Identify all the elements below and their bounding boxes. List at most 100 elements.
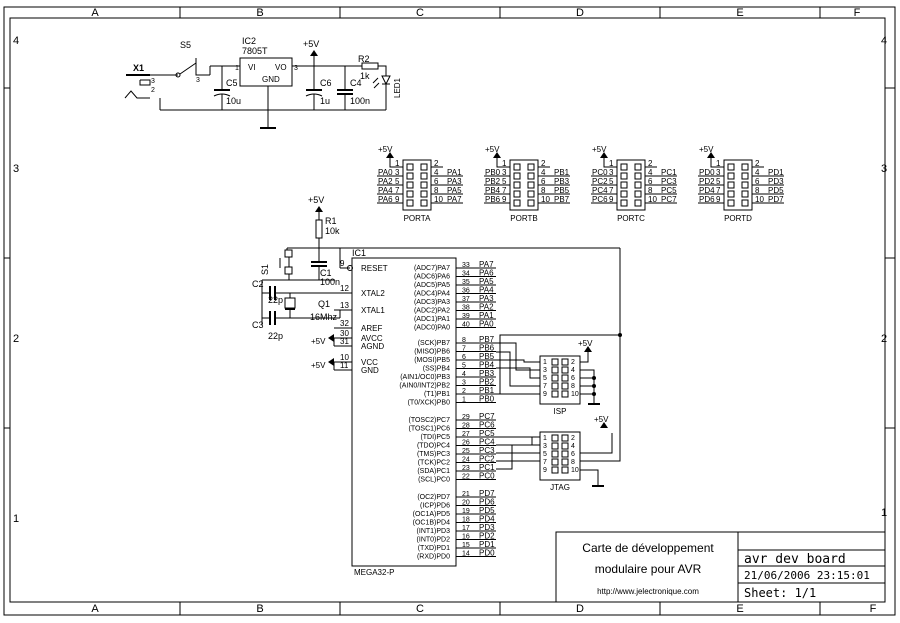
pin-number: 9: [502, 195, 507, 204]
c4-value: 100n: [350, 96, 370, 106]
mcu-pin-function: (RXD)PD0: [417, 554, 450, 561]
pin-number: 8: [541, 186, 546, 195]
port-net-label: PD4: [699, 186, 715, 195]
c1-label: C1: [320, 268, 332, 278]
mcu-pin-number: 2: [462, 388, 466, 395]
pin-number: 5: [502, 177, 507, 186]
port-net-label: PA7: [447, 195, 462, 204]
mcu-pin-label: XTAL1: [361, 306, 385, 315]
mcu-pin-label: RESET: [361, 264, 388, 273]
r2-label: R2: [358, 54, 370, 64]
mcu-pin-function: (INT0)PD2: [417, 537, 451, 544]
mcu-pin-number: 29: [462, 414, 470, 421]
pin-number: 1: [395, 159, 400, 168]
port-net-label: PC7: [661, 195, 677, 204]
c2-value: 22p: [268, 295, 283, 305]
mcu-pin-function: (ADC0)PA0: [414, 325, 450, 332]
mcu-pin-number: 5: [462, 363, 466, 370]
mcu-pin-function: (ADC2)PA2: [414, 308, 450, 315]
mcu-pin-number: 35: [462, 279, 470, 286]
header-pin-number: 4: [571, 367, 575, 374]
mcu-supply: +5V +5V: [311, 334, 352, 371]
mcu-ic1: IC1 MEGA32-P 9RESET12XTAL213XTAL132AREF3…: [334, 248, 496, 577]
header-pin-number: 7: [543, 383, 547, 390]
col-label: B: [256, 7, 263, 19]
port-name: PORTA: [404, 214, 431, 223]
pin-number: 8: [648, 186, 653, 195]
mcu-pin-number: 10: [340, 353, 349, 362]
header-pin-number: 1: [543, 359, 547, 366]
mcu-pin-label: AREF: [361, 324, 382, 333]
mcu-pin-number: 17: [462, 525, 470, 532]
power-supply-section: X1 3 2 S5 3 IC2 7805T VI VO GND 1 3 C5 1…: [124, 36, 402, 129]
mcu-pin-number: 33: [462, 262, 470, 269]
port-net-label: PA1: [447, 168, 462, 177]
c6-value: 1u: [320, 96, 330, 106]
svg-text:2: 2: [151, 87, 155, 94]
r1-label: R1: [325, 216, 337, 226]
row-label: 1: [881, 507, 887, 519]
mcu-pin-number: 28: [462, 423, 470, 430]
mcu-net-label: PD7: [479, 489, 495, 498]
sheet-date: 21/06/2006 23:15:01: [744, 569, 870, 582]
mcu-vcc: +5V: [311, 361, 326, 370]
pin-number: 2: [648, 159, 653, 168]
r2-value: 1k: [360, 71, 370, 81]
mcu-pin-label: AGND: [361, 342, 384, 351]
pin-number: 7: [609, 186, 614, 195]
mcu-pin-function: (ADC5)PA5: [414, 282, 450, 289]
port-net-label: PC6: [592, 195, 608, 204]
port-name: PORTB: [510, 214, 537, 223]
header-pin-number: 10: [571, 391, 579, 398]
mcu-pin-function: (ADC3)PA3: [414, 299, 450, 306]
mcu-pin-number: 3: [462, 380, 466, 387]
mcu-net-label: PC6: [479, 421, 495, 430]
mcu-right-pin: (TOSC1)PC6 28 PC6: [409, 421, 496, 433]
header-pin-number: 10: [571, 467, 579, 474]
header-name: ISP: [554, 407, 567, 416]
pin-number: 6: [648, 177, 653, 186]
mcu-pin-function: (TOSC1)PC6: [409, 426, 451, 433]
pin-number: 6: [541, 177, 546, 186]
mcu-net-label: PC3: [479, 446, 495, 455]
port-net-label: PC0: [592, 168, 608, 177]
header-pin-number: 6: [571, 451, 575, 458]
port-net-label: PD7: [768, 195, 784, 204]
pin-number: 2: [541, 159, 546, 168]
c5-value: 10u: [226, 96, 241, 106]
pin-number: 7: [502, 186, 507, 195]
mcu-pin-number: 19: [462, 508, 470, 515]
mcu-net-label: PB6: [479, 344, 495, 353]
mcu-pin-number: 13: [340, 301, 349, 310]
mcu-pin-number: 16: [462, 534, 470, 541]
pin-number: 5: [395, 177, 400, 186]
port-net-label: PA0: [378, 168, 393, 177]
pin-number: 9: [395, 195, 400, 204]
pin-number: 3: [716, 168, 721, 177]
header-pin-number: 5: [543, 451, 547, 458]
mcu-net-label: PC0: [479, 472, 495, 481]
title-line-2: modulaire pour AVR: [595, 562, 702, 576]
port-vcc-label: +5V: [485, 145, 500, 154]
mcu-pin-function: (AIN0/INT2)PB2: [399, 383, 450, 390]
mcu-net-label: PB4: [479, 361, 495, 370]
pin-number: 2: [434, 159, 439, 168]
mcu-pin-function: (TMS)PC3: [417, 451, 450, 458]
ic1-label: IC1: [352, 248, 366, 258]
gnd-label: GND: [262, 75, 280, 84]
pin-number: 9: [716, 195, 721, 204]
pin-number: 6: [755, 177, 760, 186]
svg-text:3: 3: [196, 77, 200, 84]
